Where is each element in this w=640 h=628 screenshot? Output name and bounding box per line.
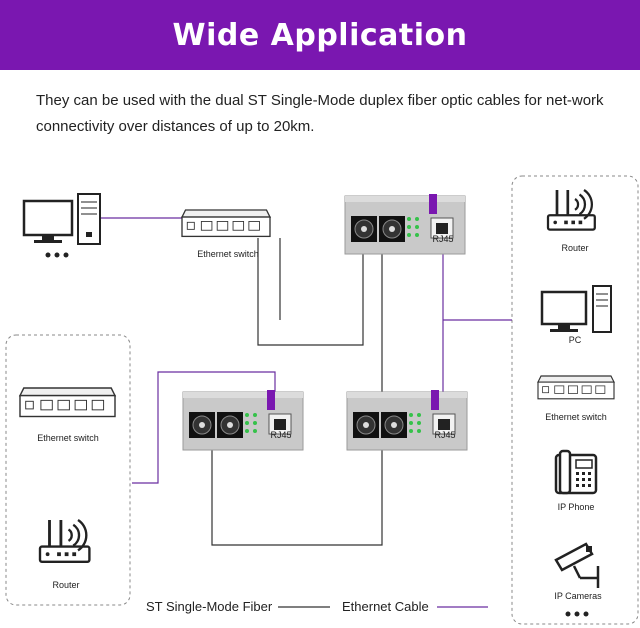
more-dots-icon <box>565 611 589 617</box>
router-icon <box>38 518 91 564</box>
legend-ethernet-label: Ethernet Cable <box>342 599 429 614</box>
ethernet-switch-right-label: Ethernet switch <box>545 412 607 422</box>
router-left-label: Router <box>52 580 79 590</box>
media-converter-right <box>346 389 468 451</box>
ethernet-cables <box>100 217 512 484</box>
ip-phone-icon <box>554 449 598 495</box>
pc-right-label: PC <box>569 335 582 345</box>
media-converter-left <box>182 389 304 451</box>
ethernet-switch-left-label: Ethernet switch <box>37 433 99 443</box>
media-converter-top <box>344 193 466 255</box>
legend-fiber-label: ST Single-Mode Fiber <box>146 599 273 614</box>
router-icon <box>546 188 597 231</box>
ip-cameras-label: IP Cameras <box>554 591 602 601</box>
ethernet-switch-icon <box>537 375 615 400</box>
right-device-group <box>511 175 639 625</box>
pc-icon <box>540 285 612 333</box>
ip-camera-icon <box>554 542 600 588</box>
port-label: RJ45 <box>432 234 453 244</box>
router-right-label: Router <box>561 243 588 253</box>
description-text: They can be used with the dual ST Single… <box>36 92 604 135</box>
more-dots-icon <box>45 252 69 258</box>
left-device-group <box>5 334 131 606</box>
ip-phone-label: IP Phone <box>558 502 595 512</box>
ethernet-switch-icon <box>181 209 271 238</box>
port-label: RJ45 <box>434 430 455 440</box>
ethernet-switch-top-label: Ethernet switch <box>197 249 259 259</box>
title-banner: Wide Application <box>0 0 640 70</box>
ethernet-switch-icon <box>19 387 116 418</box>
port-label: RJ45 <box>270 430 291 440</box>
pc-icon <box>22 193 101 245</box>
page-title: Wide Application <box>172 17 468 53</box>
